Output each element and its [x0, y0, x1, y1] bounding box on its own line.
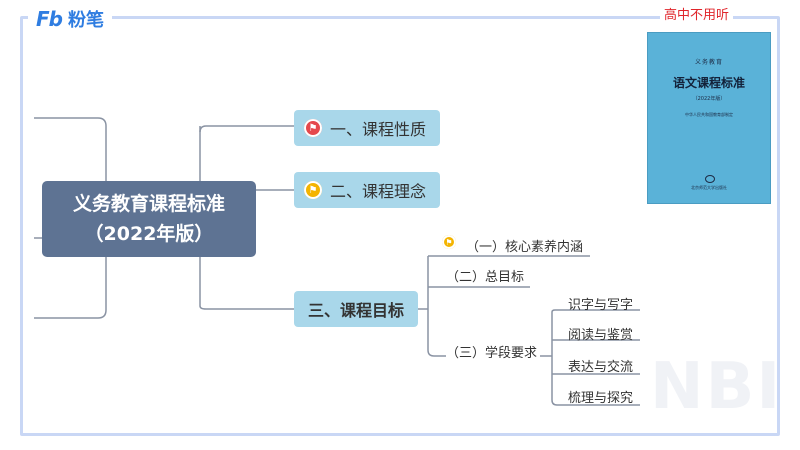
stage-sorting-inquiry[interactable]: 梳理与探究 — [568, 391, 634, 406]
red-flag-icon: ⚑ — [304, 119, 322, 137]
book-edition: （2022年版） — [692, 96, 726, 102]
logo-text: 粉笔 — [67, 10, 104, 31]
branch-course-philosophy[interactable]: ⚑ 二、课程理念 — [294, 172, 440, 208]
brand-logo: Fb 粉笔 — [28, 6, 112, 32]
book-series: 义务教育 — [694, 59, 723, 66]
logo-mark: Fb — [36, 7, 63, 31]
center-subtitle: （2022年版） — [84, 223, 214, 245]
book-issuer: 中华人民共和国教育部制定 — [685, 112, 733, 117]
branch-course-nature[interactable]: ⚑ 一、课程性质 — [294, 110, 440, 146]
annotation-note: 高中不用听 — [660, 4, 734, 23]
watermark: NBI — [650, 350, 783, 424]
branch-label: 三、课程目标 — [307, 301, 404, 320]
branch-label: 二、课程理念 — [330, 182, 427, 201]
center-title: 义务教育课程标准 — [72, 193, 225, 215]
stage-reading-appreciation[interactable]: 阅读与鉴赏 — [568, 328, 634, 343]
mindmap-center-node[interactable]: 义务教育课程标准 （2022年版） — [42, 181, 256, 257]
book-title: 语文课程标准 — [672, 76, 745, 90]
goal-core-literacy[interactable]: （一）核心素养内涵 — [466, 240, 584, 255]
stage-expression-communication[interactable]: 表达与交流 — [568, 360, 634, 375]
goal-overall[interactable]: （二）总目标 — [446, 270, 525, 285]
branch-label: 一、课程性质 — [330, 120, 427, 139]
stage-literacy-writing[interactable]: 识字与写字 — [568, 298, 634, 313]
book-publisher: 北京师范大学出版社 — [691, 185, 727, 190]
publisher-logo-icon — [705, 175, 715, 183]
yellow-flag-icon: ⚑ — [442, 235, 456, 249]
branch-course-goals[interactable]: 三、课程目标 — [294, 291, 418, 327]
book-cover-image: 义务教育 语文课程标准 （2022年版） 中华人民共和国教育部制定 北京师范大学… — [647, 32, 771, 204]
goal-stage-requirements[interactable]: （三）学段要求 — [446, 346, 538, 361]
yellow-flag-icon: ⚑ — [304, 181, 322, 199]
